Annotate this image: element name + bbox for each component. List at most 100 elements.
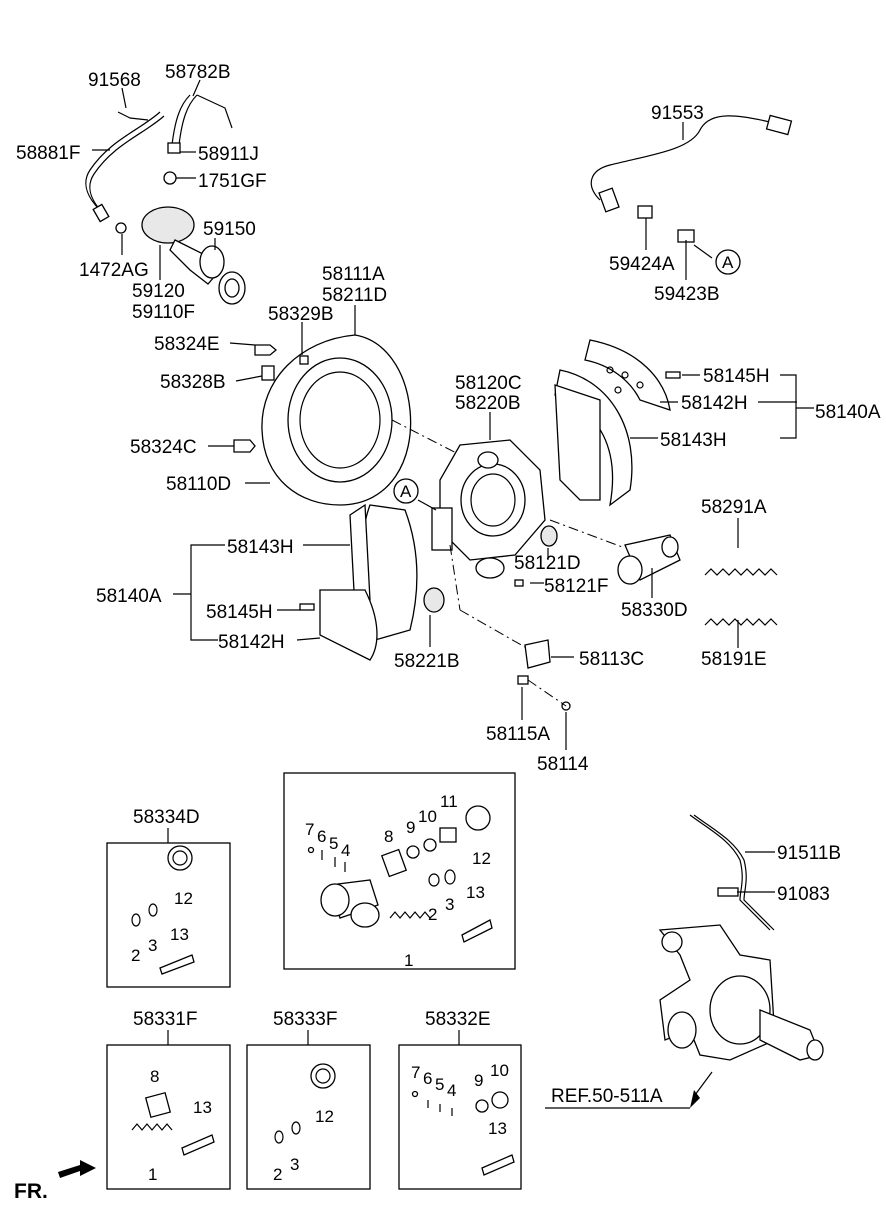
label-59150: 59150 [203, 219, 256, 240]
label-91568: 91568 [88, 70, 141, 91]
brake-shoe-left [299, 503, 418, 661]
label-ref-50-511a: REF.50-511A [551, 1086, 663, 1107]
label-1472AG: 1472AG [79, 260, 149, 281]
label-91553: 91553 [651, 103, 704, 124]
label-58140A-left: 58140A [96, 586, 162, 607]
kit-58333F-n2: 2 [273, 1165, 282, 1184]
knuckle-group [658, 814, 824, 1096]
label-58782B: 58782B [165, 62, 231, 83]
kit-boxes [106, 772, 522, 1190]
label-58331F: 58331F [133, 1009, 197, 1030]
label-58142H-left: 58142H [218, 632, 285, 653]
kit-main-n6: 6 [317, 827, 326, 846]
label-front-direction: FR. [14, 1180, 48, 1203]
label-58121D: 58121D [514, 553, 581, 574]
label-58211D: 58211D [322, 285, 387, 306]
label-58291A: 58291A [701, 497, 767, 518]
label-58115A: 58115A [486, 724, 550, 745]
kit-58331F-numbers: 8 13 1 [148, 1067, 212, 1184]
kit-main-n5: 5 [329, 834, 338, 853]
label-58145H-right: 58145H [703, 366, 770, 387]
label-58143H-right: 58143H [660, 430, 727, 451]
label-58120C: 58120C [455, 373, 522, 394]
label-58110D: 58110D [166, 474, 231, 495]
kit-main-n7: 7 [305, 820, 314, 839]
brake-shoe-right [554, 339, 681, 507]
kit-58333F-n12: 12 [315, 1107, 334, 1126]
label-58333F: 58333F [273, 1009, 337, 1030]
kit-58333F-n3: 3 [290, 1155, 299, 1174]
callout-circle-a-mid [393, 478, 419, 504]
label-58332E: 58332E [425, 1009, 491, 1030]
anchor-plate-group [423, 439, 558, 651]
kit-main-n4: 4 [341, 841, 350, 860]
callout-circle-a-top [715, 249, 741, 275]
kit-58331F-n1: 1 [148, 1165, 157, 1184]
label-a-mid: A [400, 482, 412, 501]
kit-58332E-n9: 9 [474, 1071, 483, 1090]
kit-main-numbers: 7 6 5 4 8 9 10 11 12 2 3 13 1 [305, 792, 491, 970]
label-58143H-left: 58143H [227, 537, 294, 558]
label-59110F: 59110F [132, 302, 195, 323]
label-59120: 59120 [132, 281, 185, 302]
main-kit-parts [307, 805, 493, 943]
label-91511B: 91511B [777, 843, 841, 864]
kit-main-n12: 12 [472, 849, 491, 868]
kit-main-n9: 9 [406, 818, 415, 837]
kit-58334D-n3: 3 [148, 936, 157, 955]
kit-58332E-n13: 13 [488, 1119, 507, 1138]
leader-lines [58, 79, 814, 1178]
kit-box-58332E [398, 1044, 522, 1190]
label-a-top: A [722, 253, 734, 272]
kit-main-n13: 13 [466, 883, 485, 902]
adjuster-clip-group [514, 579, 571, 711]
label-58911J: 58911J [198, 144, 259, 165]
label-91083: 91083 [777, 884, 830, 905]
kit-58334D-numbers: 12 2 3 13 [131, 889, 193, 965]
label-58324C: 58324C [130, 437, 197, 458]
backing-plate-group [233, 334, 471, 506]
label-58334D: 58334D [133, 807, 200, 828]
kit-58334D-n13: 13 [170, 925, 189, 944]
label-58329B: 58329B [268, 304, 334, 325]
kit-58331F-parts [131, 1091, 215, 1156]
kit-main-n11: 11 [440, 792, 458, 811]
kit-box-58333F [246, 1044, 371, 1190]
kit-main-n2: 2 [428, 905, 437, 924]
wheel-cylinder-group [549, 519, 778, 626]
kit-box-58331F [106, 1044, 231, 1190]
kit-58334D-parts [131, 845, 195, 975]
label-58114: 58114 [537, 754, 589, 775]
label-59424A: 59424A [609, 254, 675, 275]
label-58140A-right: 58140A [815, 402, 881, 423]
kit-58332E-n5: 5 [435, 1075, 444, 1094]
kit-box-main [283, 772, 516, 970]
kit-58332E-n7: 7 [411, 1063, 420, 1082]
kit-58332E-numbers: 7 6 5 4 9 10 13 [411, 1061, 509, 1138]
label-58881F: 58881F [16, 143, 80, 164]
label-58330D: 58330D [621, 600, 688, 621]
kit-58333F-parts [274, 1063, 336, 1144]
speed-sensor-group [590, 114, 793, 243]
kit-58332E-n10: 10 [490, 1061, 509, 1080]
kit-58332E-n4: 4 [447, 1081, 456, 1100]
label-58121F: 58121F [544, 576, 608, 597]
label-58191E: 58191E [701, 649, 767, 670]
label-58142H-right: 58142H [681, 393, 748, 414]
kit-main-n8: 8 [384, 827, 393, 846]
label-58324E: 58324E [154, 334, 220, 355]
label-1751GF: 1751GF [198, 171, 267, 192]
kit-58331F-n13: 13 [193, 1098, 212, 1117]
label-58113C: 58113C [579, 649, 644, 670]
label-58145H-left: 58145H [206, 602, 273, 623]
kit-main-n3: 3 [445, 895, 454, 914]
parking-cable-group [85, 94, 246, 305]
kit-main-n10: 10 [418, 807, 437, 826]
label-58220B: 58220B [455, 393, 521, 414]
part-labels: 91568 58782B 58881F 58911J 1751GF 59150 … [14, 62, 881, 1203]
kit-58334D-n12: 12 [174, 889, 193, 908]
kit-58332E-parts [411, 1090, 515, 1176]
kit-58334D-n2: 2 [131, 946, 140, 965]
kit-58332E-n6: 6 [423, 1069, 432, 1088]
